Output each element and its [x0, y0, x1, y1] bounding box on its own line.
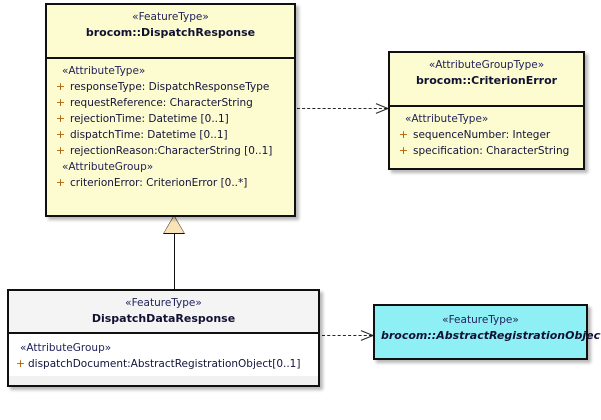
attribute-group-label: «AttributeGroup»: [62, 161, 154, 173]
class-box-dispatch-response[interactable]: «FeatureType» brocom::DispatchResponse «…: [45, 3, 296, 217]
class-attributes-dispatch-response: «AttributeType» + responseType: Dispatch…: [47, 59, 294, 195]
attribute-row[interactable]: + dispatchDocument:AbstractRegistrationO…: [13, 356, 314, 372]
dependency-line-abstract-registration-object: [322, 335, 372, 336]
class-stereotype: «FeatureType»: [442, 314, 519, 326]
class-stereotype: «FeatureType»: [132, 11, 209, 23]
class-title: brocom::AbstractRegistrationObject: [381, 329, 601, 342]
attribute-label: specification: CharacterString: [413, 145, 570, 157]
visibility-marker: +: [55, 144, 66, 157]
attribute-row[interactable]: + rejectionTime: Datetime [0..1]: [51, 111, 290, 127]
attribute-row[interactable]: + dispatchTime: Datetime [0..1]: [51, 127, 290, 143]
attribute-label: dispatchDocument:AbstractRegistrationObj…: [28, 358, 301, 370]
class-box-dispatch-data-response[interactable]: «FeatureType» DispatchDataResponse «Attr…: [7, 289, 320, 387]
class-attributes-dispatch-data-response: «AttributeGroup» + dispatchDocument:Abst…: [9, 334, 318, 376]
class-stereotype: «AttributeGroupType»: [428, 59, 545, 71]
class-title: brocom::CriterionError: [415, 74, 558, 87]
class-stereotype: «FeatureType»: [125, 297, 202, 309]
class-header-abstract-registration-object: «FeatureType» brocom::AbstractRegistrati…: [375, 306, 601, 358]
visibility-marker: +: [398, 128, 409, 141]
class-title: brocom::DispatchResponse: [85, 26, 256, 39]
attribute-label: criterionError: CriterionError [0..*]: [70, 177, 248, 189]
class-header-dispatch-response: «FeatureType» brocom::DispatchResponse: [47, 5, 294, 59]
attribute-group-label: «AttributeType»: [405, 113, 489, 125]
generalization-line: [174, 232, 175, 289]
visibility-marker: +: [55, 80, 66, 93]
visibility-marker: +: [55, 112, 66, 125]
attribute-row[interactable]: + responseType: DispatchResponseType: [51, 79, 290, 95]
attribute-group-label: «AttributeType»: [62, 65, 146, 77]
generalization-triangle-icon: [164, 216, 184, 233]
attribute-group-label: «AttributeGroup»: [20, 342, 112, 354]
attribute-row[interactable]: + rejectionReason:CharacterString [0..1]: [51, 143, 290, 159]
attribute-label: requestReference: CharacterString: [70, 97, 253, 109]
attribute-label: responseType: DispatchResponseType: [70, 81, 270, 93]
dependency-line-criterion-error: [297, 108, 387, 109]
class-title: DispatchDataResponse: [91, 312, 236, 325]
class-header-dispatch-data-response: «FeatureType» DispatchDataResponse: [9, 291, 318, 334]
visibility-marker: +: [55, 176, 66, 189]
class-box-abstract-registration-object[interactable]: «FeatureType» brocom::AbstractRegistrati…: [373, 304, 601, 360]
attribute-label: rejectionTime: Datetime [0..1]: [70, 113, 229, 125]
attribute-row[interactable]: + requestReference: CharacterString: [51, 95, 290, 111]
visibility-marker: +: [398, 144, 409, 157]
class-header-criterion-error: «AttributeGroupType» brocom::CriterionEr…: [390, 53, 583, 107]
attribute-label: dispatchTime: Datetime [0..1]: [70, 129, 228, 141]
attribute-row[interactable]: + specification: CharacterString: [394, 143, 579, 159]
attribute-label: sequenceNumber: Integer: [413, 129, 551, 141]
visibility-marker: +: [55, 96, 66, 109]
class-box-criterion-error[interactable]: «AttributeGroupType» brocom::CriterionEr…: [388, 51, 585, 170]
attribute-row[interactable]: + criterionError: CriterionError [0..*]: [51, 175, 290, 191]
attribute-label: rejectionReason:CharacterString [0..1]: [70, 145, 273, 157]
class-attributes-criterion-error: «AttributeType» + sequenceNumber: Intege…: [390, 107, 583, 163]
visibility-marker: +: [55, 128, 66, 141]
attribute-row[interactable]: + sequenceNumber: Integer: [394, 127, 579, 143]
visibility-marker: +: [15, 357, 26, 370]
